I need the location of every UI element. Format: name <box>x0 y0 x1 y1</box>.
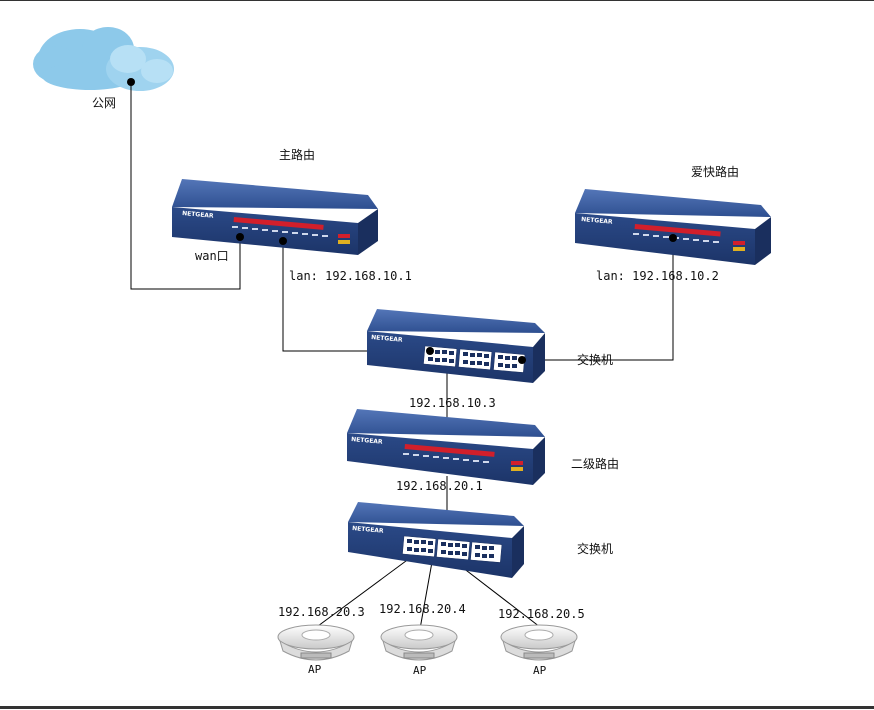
cloud-port-dot <box>127 78 135 86</box>
svg-text:NETGEAR: NETGEAR <box>182 210 214 220</box>
svg-text:NETGEAR: NETGEAR <box>351 436 383 446</box>
switch-2-label: 交换机 <box>577 542 614 556</box>
ap-2-icon <box>380 624 458 661</box>
ap-2-label: AP <box>413 664 427 677</box>
internet-label: 公网 <box>92 96 117 110</box>
secondary-router-icon: NETGEAR <box>347 409 545 485</box>
aikuai-lan-link <box>522 238 674 361</box>
main-lan-ip-label: lan: 192.168.10.1 <box>289 269 412 283</box>
main-router-icon: NETGEAR <box>172 179 378 255</box>
ap2-link <box>419 561 433 630</box>
switch-2-icon: NETGEAR <box>348 502 524 578</box>
aikuai-lan-port-dot <box>669 234 677 242</box>
ap-1-label: AP <box>308 663 322 676</box>
svg-text:NETGEAR: NETGEAR <box>352 525 384 535</box>
switch-1-label: 交换机 <box>577 353 614 367</box>
aikuai-router-icon: NETGEAR <box>575 189 771 265</box>
connection-dots <box>127 78 677 364</box>
ap1-link <box>317 557 411 627</box>
main-lan-link <box>282 241 430 352</box>
svg-text:NETGEAR: NETGEAR <box>581 216 613 226</box>
ap-2-ip-label: 192.168.20.4 <box>379 602 466 616</box>
aikuai-router-label: 爱快路由 <box>691 165 740 179</box>
wan-port-dot <box>236 233 244 241</box>
ap-1-ip-label: 192.168.20.3 <box>278 605 365 619</box>
secondary-router-label: 二级路由 <box>571 457 620 471</box>
ap-3-ip-label: 192.168.20.5 <box>498 607 585 621</box>
internet-cloud-icon <box>33 27 174 91</box>
switch-1-ip-label: 192.168.10.3 <box>409 396 496 410</box>
main-lan-port-dot <box>279 237 287 245</box>
aikuai-lan-ip-label: lan: 192.168.10.2 <box>596 269 719 283</box>
switch-port-dot-1 <box>426 347 434 355</box>
switch-port-dot-2 <box>518 356 526 364</box>
wan-port-label: wan口 <box>195 249 229 263</box>
wan-link <box>130 82 241 290</box>
ap-3-label: AP <box>533 664 547 677</box>
svg-text:NETGEAR: NETGEAR <box>371 334 403 344</box>
main-router-label: 主路由 <box>279 148 316 162</box>
secondary-router-ip-label: 192.168.20.1 <box>396 479 483 493</box>
ap3-link <box>457 563 541 628</box>
ap-3-icon <box>500 624 578 661</box>
ap-1-icon <box>277 624 355 661</box>
switch-1-icon: NETGEAR <box>367 309 545 383</box>
